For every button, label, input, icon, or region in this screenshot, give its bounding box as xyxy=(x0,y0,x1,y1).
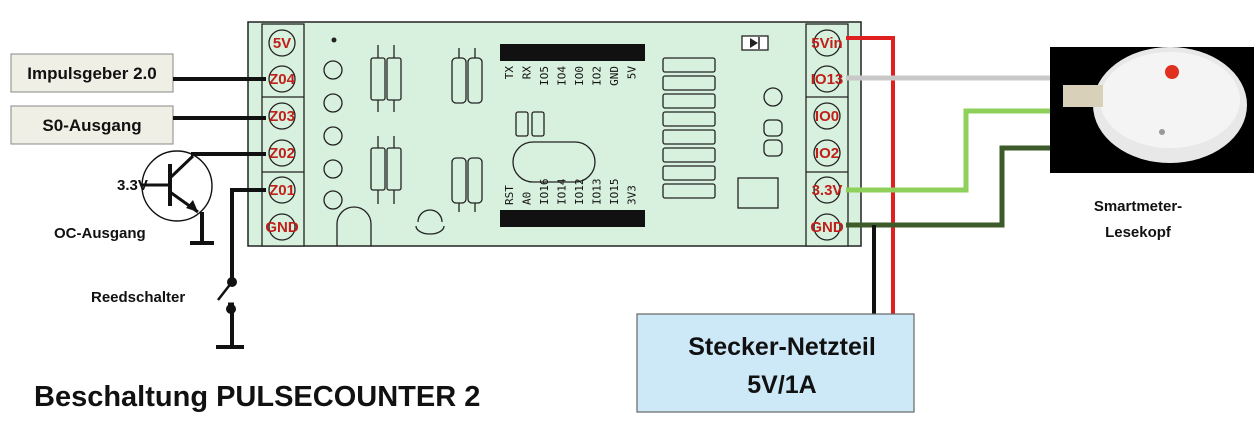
right-terminal-3 xyxy=(813,139,841,167)
s0-box xyxy=(10,105,174,145)
left-terminal-1 xyxy=(268,65,296,93)
reed-label: Reedschalter xyxy=(91,289,185,306)
left-terminal-2 xyxy=(268,102,296,130)
silk-label: 5V xyxy=(626,66,639,80)
left-pin-label: Z02 xyxy=(269,145,295,162)
right-terminal-4 xyxy=(813,176,841,204)
right-terminal-5 xyxy=(813,213,841,241)
sensor-label-line2: Lesekopf xyxy=(1105,224,1172,241)
right-pin-label: 5Vin xyxy=(811,35,842,52)
right-pin-label: GND xyxy=(810,219,844,236)
header-bar-bottom xyxy=(500,210,645,227)
silk-label: IO2 xyxy=(591,66,604,86)
right-pin-label: 3.3V xyxy=(812,182,843,199)
left-terminal-5 xyxy=(268,213,296,241)
right-side-wires xyxy=(846,36,1070,314)
power-supply-label-line1: Stecker-Netzteil xyxy=(688,333,876,361)
impulsgeber-label: Impulsgeber 2.0 xyxy=(27,64,156,83)
oc-voltage-label: 3.3V xyxy=(117,177,148,194)
silk-label: IO0 xyxy=(573,66,586,86)
silk-label: 3V3 xyxy=(626,185,639,205)
diagram-title: Beschaltung PULSECOUNTER 2 xyxy=(34,381,480,413)
header-bar-top xyxy=(500,44,645,61)
silk-label: RX xyxy=(521,66,534,80)
left-pin-label: Z01 xyxy=(269,182,295,199)
oc-label: OC-Ausgang xyxy=(54,225,146,242)
left-pin-label: Z04 xyxy=(269,71,296,88)
right-pin-label: IO13 xyxy=(811,71,844,88)
left-input-wires xyxy=(173,77,266,282)
silk-label: GND xyxy=(608,66,621,86)
silkscreen-bottom: RST A0 IO16 IO14 IO12 IO13 IO15 3V3 xyxy=(503,178,639,205)
right-terminal-2 xyxy=(813,102,841,130)
silk-label: IO14 xyxy=(556,178,569,205)
silk-label: IO15 xyxy=(608,179,621,206)
left-pin-label: 5V xyxy=(273,35,291,52)
left-terminal-strip xyxy=(261,23,305,247)
left-pin-label: Z03 xyxy=(269,108,295,125)
right-terminal-strip xyxy=(805,23,849,247)
power-supply-label-line2: 5V/1A xyxy=(747,371,816,399)
transistor-icon xyxy=(141,150,214,245)
left-terminal-0 xyxy=(268,29,296,57)
diode-icon xyxy=(741,35,769,51)
silk-label: TX xyxy=(503,66,516,80)
right-pin-label: IO2 xyxy=(815,145,839,162)
silk-label: RST xyxy=(503,185,516,205)
silk-label: IO12 xyxy=(573,179,586,206)
right-pin-label: IO0 xyxy=(815,108,839,125)
resistor-components xyxy=(336,45,783,246)
silkscreen-top: TX RX IO5 IO4 IO0 IO2 GND 5V xyxy=(503,66,639,86)
silk-label: IO5 xyxy=(538,66,551,86)
silk-label: IO16 xyxy=(538,179,551,206)
right-terminal-1 xyxy=(813,65,841,93)
silk-label: IO13 xyxy=(591,179,604,206)
reed-switch-icon xyxy=(216,277,244,349)
impulsgeber-box xyxy=(10,53,174,93)
sensor-label-line1: Smartmeter- xyxy=(1094,198,1182,215)
s0-label: S0-Ausgang xyxy=(42,116,141,135)
power-supply-box xyxy=(636,313,915,413)
smartmeter-sensor-image xyxy=(1050,47,1254,173)
led-ring-icons xyxy=(323,60,783,235)
silk-label: A0 xyxy=(521,192,534,205)
left-pin-label: GND xyxy=(265,219,299,236)
left-terminal-3 xyxy=(268,139,296,167)
left-terminal-4 xyxy=(268,176,296,204)
right-terminal-0 xyxy=(813,29,841,57)
silk-label: IO4 xyxy=(556,66,569,86)
